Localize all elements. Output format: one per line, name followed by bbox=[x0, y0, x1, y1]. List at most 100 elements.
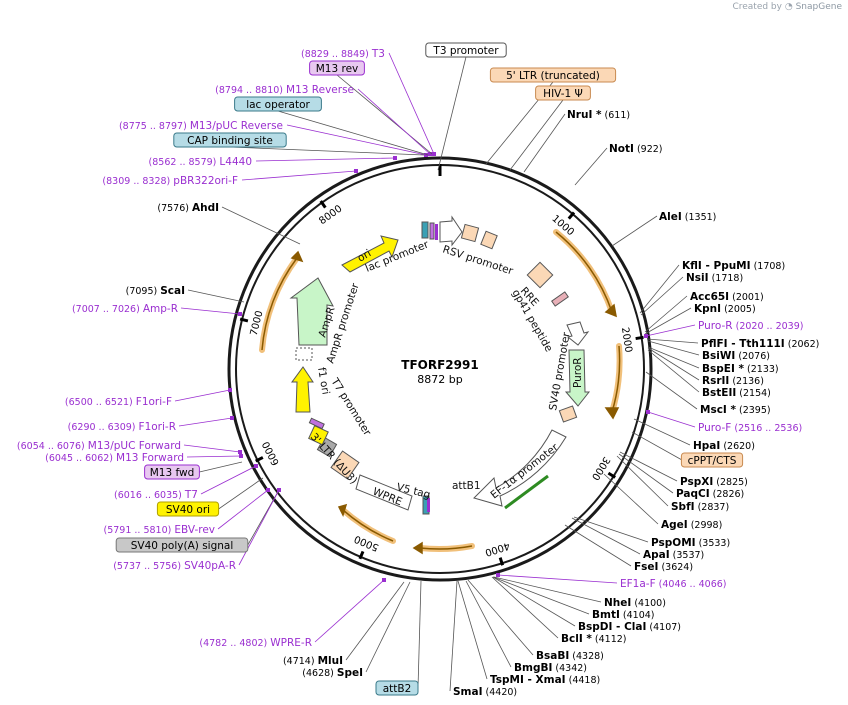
leader-line bbox=[491, 576, 559, 639]
ruler-tick-1000 bbox=[567, 211, 576, 220]
f1ori-feature bbox=[291, 366, 314, 413]
leader-line bbox=[255, 157, 396, 162]
leader-line bbox=[647, 411, 696, 428]
leader-line bbox=[647, 340, 700, 356]
top-label-8: T3 promoter bbox=[425, 42, 507, 58]
top-label-8-text: T3 promoter bbox=[432, 45, 499, 57]
orf-bar-5-head bbox=[290, 250, 304, 263]
leader-line bbox=[417, 580, 422, 689]
left-label-13: (4782 .. 4802) WPRE-R bbox=[199, 637, 312, 649]
leader-line bbox=[492, 576, 576, 627]
leader-line bbox=[611, 215, 658, 247]
puror-label: PuroR bbox=[572, 357, 584, 388]
top-label-9-frame bbox=[489, 67, 617, 83]
leader-line bbox=[229, 146, 425, 156]
leader-line bbox=[187, 289, 245, 303]
right-label-22: NheI (4100) bbox=[604, 597, 666, 609]
leader-line bbox=[509, 99, 564, 171]
t7-promoter-label: T7 promoter bbox=[328, 375, 374, 438]
right-label-2: Acc65I (2001) bbox=[690, 291, 764, 303]
attb1-label: attB1 bbox=[452, 480, 481, 492]
plasmid-name: TFORF2991 bbox=[401, 358, 478, 372]
left-label-11-text: SV40 poly(A) signal bbox=[131, 540, 234, 552]
right-label-3: KpnI (2005) bbox=[694, 303, 756, 315]
left-label-3: (6500 .. 6521) F1ori-F bbox=[65, 396, 172, 408]
ampr-feature bbox=[289, 277, 334, 346]
top-label-13: AleI (1351) bbox=[659, 211, 716, 223]
right-label-4: Puro-R (2020 .. 2039) bbox=[698, 320, 803, 332]
rsv-promoter-label: RSV promoter bbox=[441, 243, 515, 277]
leader-line bbox=[221, 206, 301, 245]
leader-line bbox=[646, 338, 699, 344]
left-label-7: M13 fwd bbox=[144, 464, 200, 480]
ruler-label: 6000 bbox=[261, 439, 282, 467]
left-label-9: SV40 ori bbox=[156, 501, 220, 517]
cap-site-mark bbox=[421, 221, 429, 239]
leader-line bbox=[365, 581, 411, 673]
right-label-28: TspMI - XmaI (4418) bbox=[490, 674, 600, 686]
ruler-tick-7000 bbox=[239, 317, 249, 323]
top-label-7: (8309 .. 8328) pBR322ori-F bbox=[102, 175, 238, 187]
right-label-21: EF1a-F (4046 .. 4066) bbox=[620, 578, 727, 590]
right-label-15: PaqCI (2826) bbox=[676, 488, 744, 500]
leader-line bbox=[174, 389, 231, 402]
rsv-promoter-feature bbox=[439, 215, 463, 247]
top-label-12: NotI (922) bbox=[609, 143, 663, 155]
right-label-23: BmtI (4104) bbox=[592, 609, 654, 621]
leader-line bbox=[345, 581, 405, 661]
right-label-8: RsrII (2136) bbox=[702, 375, 764, 387]
left-label-16: attB2 bbox=[375, 680, 419, 696]
top-label-1-text: M13 rev bbox=[316, 63, 359, 75]
orf-bar-4 bbox=[340, 507, 396, 544]
top-label-2: (8794 .. 8810) M13 Reverse bbox=[215, 84, 354, 96]
right-label-25: BclI * (4112) bbox=[561, 633, 627, 645]
leader-line bbox=[178, 417, 233, 427]
leader-line bbox=[286, 124, 427, 156]
orf-bar-5-line bbox=[261, 257, 298, 351]
leader-line bbox=[616, 455, 669, 507]
orf-bar-1-line bbox=[555, 231, 613, 313]
v5-mark bbox=[427, 498, 430, 512]
leader-line bbox=[465, 580, 512, 668]
top-label-5-frame bbox=[173, 132, 287, 148]
leader-line bbox=[241, 170, 357, 181]
left-label-14: (4714) MluI bbox=[283, 655, 343, 667]
leader-line bbox=[199, 461, 243, 473]
right-label-18: PspOMI (3533) bbox=[651, 537, 730, 549]
left-label-9-text: SV40 ori bbox=[166, 504, 210, 516]
rre-box bbox=[526, 261, 554, 289]
right-label-20: FseI (3624) bbox=[634, 561, 693, 573]
top-label-11: NruI * (611) bbox=[567, 109, 630, 121]
ef1a-promoter-feature bbox=[473, 429, 567, 507]
leader-line bbox=[647, 347, 700, 381]
top-label-3-frame bbox=[234, 96, 322, 112]
leader-line bbox=[277, 110, 429, 156]
right-label-16: SbfI (2837) bbox=[671, 501, 729, 513]
leader-line bbox=[644, 307, 692, 335]
left-label-10: (5791 .. 5810) EBV-rev bbox=[103, 524, 215, 536]
left-label-0: (7576) AhdI bbox=[157, 202, 219, 214]
right-label-12: HpaI (2620) bbox=[693, 440, 755, 452]
left-label-7-frame bbox=[144, 464, 200, 480]
left-label-6: (6045 .. 6062) M13 Forward bbox=[45, 452, 184, 464]
right-label-6: BsiWI (2076) bbox=[702, 350, 770, 362]
ltr-box-1 bbox=[460, 223, 480, 243]
leader-line bbox=[571, 517, 641, 555]
ruler-tick-6000 bbox=[255, 456, 264, 463]
top-label-3: lac operator bbox=[234, 96, 322, 112]
snapgene-logo-icon: ◔ bbox=[784, 2, 793, 12]
left-label-8: (6016 .. 6035) T7 bbox=[114, 489, 198, 501]
ruler-label: 4000 bbox=[483, 539, 511, 557]
leader-lines bbox=[174, 52, 700, 692]
top-label-9-text: 5' LTR (truncated) bbox=[506, 70, 600, 82]
left-label-16-frame bbox=[375, 680, 419, 696]
leader-line bbox=[633, 418, 691, 446]
right-label-19: ApaI (3537) bbox=[643, 549, 704, 561]
top-label-6: (8562 .. 8579) L4440 bbox=[149, 156, 252, 168]
leader-line bbox=[574, 147, 608, 186]
leader-line bbox=[200, 465, 257, 495]
ruler-tick-2000 bbox=[635, 335, 644, 341]
leader-line bbox=[645, 324, 696, 337]
credit-brand: SnapGene bbox=[795, 2, 842, 12]
puror-feature bbox=[564, 349, 591, 407]
